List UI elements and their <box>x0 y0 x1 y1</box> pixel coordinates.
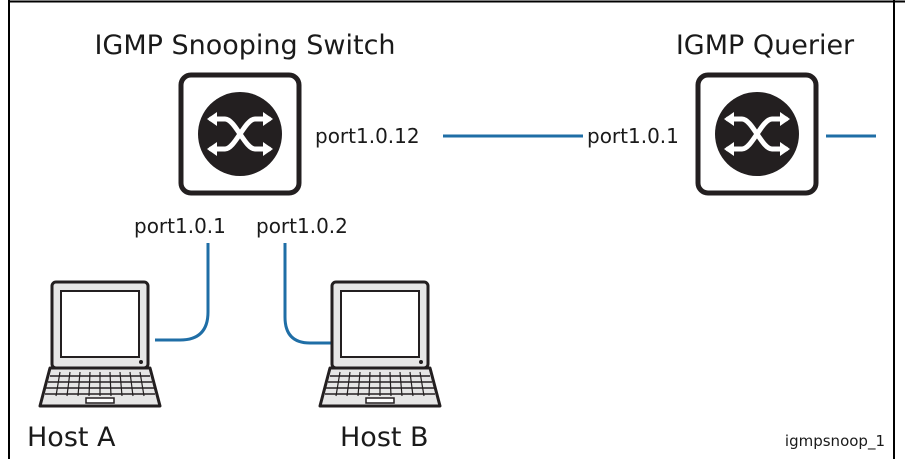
port-label-host-b: port1.0.2 <box>256 214 348 238</box>
snooping-switch <box>181 75 299 193</box>
laptop-icon <box>318 280 442 408</box>
figure-id: igmpsnoop_1 <box>785 432 885 451</box>
port-label-host-a: port1.0.1 <box>134 214 226 238</box>
host-a-laptop <box>38 280 162 408</box>
host-a-label: Host A <box>27 422 116 453</box>
host-b-laptop <box>318 280 442 408</box>
querier-title: IGMP Querier <box>676 30 855 61</box>
switch-title: IGMP Snooping Switch <box>94 30 395 61</box>
host-a-link <box>155 243 210 342</box>
host-b-link <box>283 243 338 345</box>
host-b-label: Host B <box>340 422 429 453</box>
igmp-querier-switch <box>698 75 816 193</box>
port-label-switch-uplink: port1.0.12 <box>315 124 420 148</box>
laptop-icon <box>38 280 162 408</box>
switch-icon <box>698 75 816 193</box>
switch-icon <box>181 75 299 193</box>
port-label-querier: port1.0.1 <box>587 124 679 148</box>
